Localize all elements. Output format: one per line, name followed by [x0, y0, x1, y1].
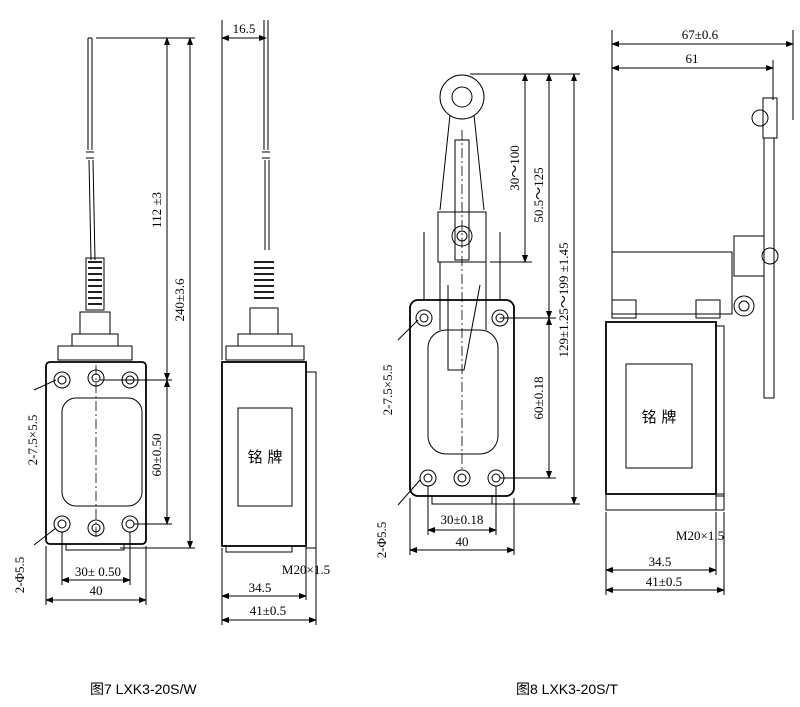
fig7-rod-height-label: 112 ±3	[149, 192, 164, 228]
fig7-hole-spacing-v-label: 60±0.50	[149, 434, 164, 477]
fig8-arm-range-label: 30～100	[507, 145, 522, 191]
fig8-slot-label: 2-7.5×5.5	[380, 365, 395, 416]
fig7-front-view: 240±3.6 112 ±3 60±0.50 30± 0.50 40 2-7.5…	[12, 37, 195, 605]
fig7-hole-label: 2-Φ5.5	[12, 557, 27, 594]
fig7-nameplate-label: 铭 牌	[248, 448, 283, 466]
fig7-caption: 图7 LXK3-20S/W	[90, 681, 197, 697]
fig7-width-label: 40	[90, 583, 103, 598]
fig8-total-range-label: 129±1.25～199 ±1.45	[556, 242, 571, 357]
fig8-front-view: 30～100 50.5～125 60±0.18 129±1.25～199 ±1.…	[374, 73, 580, 559]
fig8-depth-inner-label: 34.5	[649, 554, 672, 569]
fig8-side-view: 铭 牌 67±0.6 61 M20×1.5 34.5 41±0.5	[605, 27, 794, 595]
fig8-hole-spacing-v-label: 60±0.18	[531, 377, 546, 420]
fig8-width-label: 40	[456, 534, 469, 549]
fig7-total-height-label: 240±3.6	[172, 278, 187, 321]
fig8-arm-reach-label: 61	[686, 51, 699, 66]
fig7-hole-spacing-h-label: 30± 0.50	[75, 564, 121, 579]
fig7-slot-label: 2-7.5×5.5	[25, 415, 40, 466]
fig8-thread-label: M20×1.5	[676, 528, 724, 543]
fig8-caption: 图8 LXK3-20S/T	[516, 681, 618, 697]
fig7-rod-offset-label: 16.5	[233, 21, 256, 36]
fig8-hole-label: 2-Φ5.5	[374, 522, 389, 559]
fig8-depth-outer-label: 41±0.5	[646, 574, 682, 589]
fig7-side-view: 铭 牌 16.5 M20×1.5 34.5 41±0.5	[221, 20, 330, 625]
fig8-arm-range-2-label: 50.5～125	[531, 167, 546, 222]
fig7-depth-inner-label: 34.5	[249, 580, 272, 595]
fig8-overall-label: 67±0.6	[682, 27, 719, 42]
fig8-hole-spacing-h-label: 30±0.18	[441, 512, 484, 527]
fig8-nameplate-label: 铭 牌	[642, 408, 677, 426]
fig7-depth-outer-label: 41±0.5	[250, 603, 286, 618]
